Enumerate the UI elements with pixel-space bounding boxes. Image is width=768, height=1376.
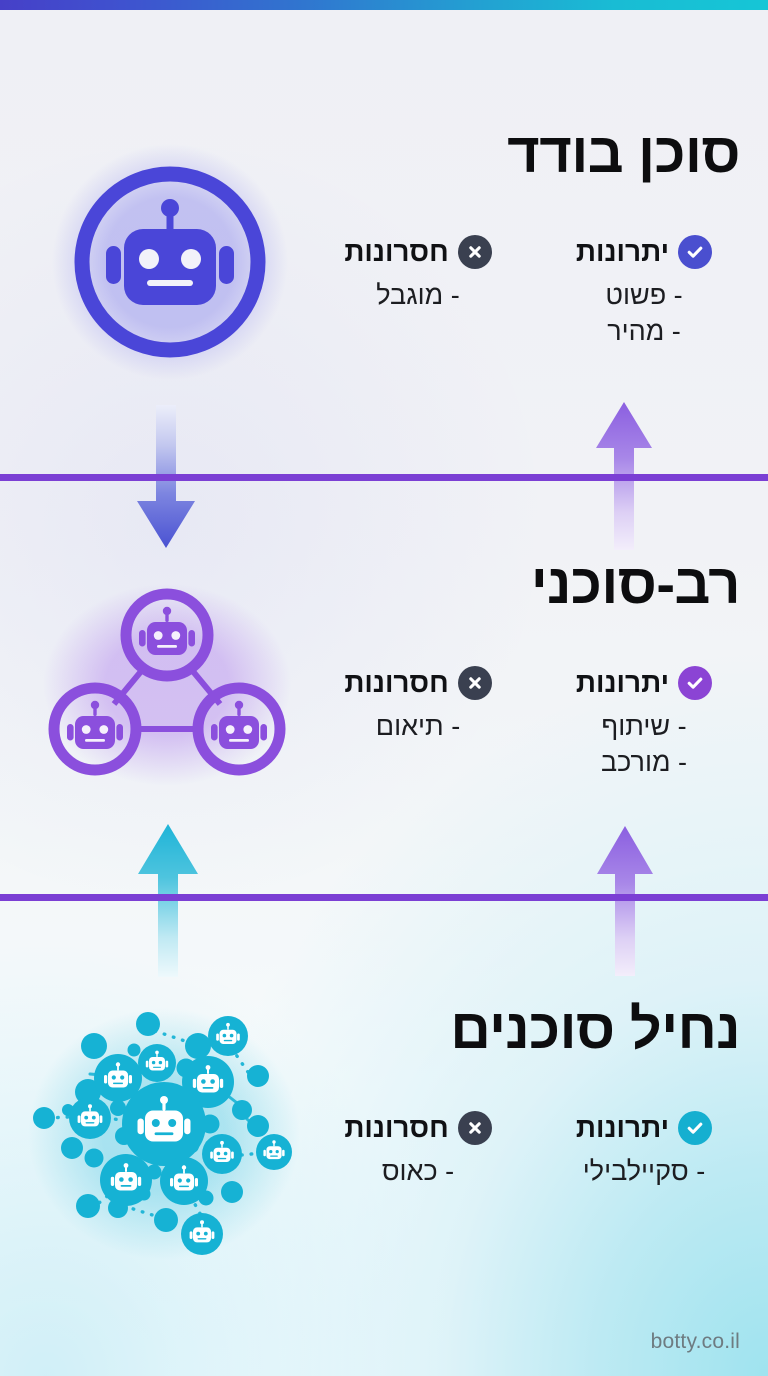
x-icon	[457, 235, 492, 269]
cons-label-single-agent: חסרונות	[344, 236, 449, 267]
x-icon	[457, 1111, 492, 1145]
pros-cons-row-agent-swarm: יתרונות - סקיילבילי חסרונות - כאוס	[314, 1111, 744, 1190]
check-icon	[678, 235, 713, 269]
pros-label-single-agent: יתרונות	[575, 236, 670, 267]
list-item: - כאוס	[381, 1156, 455, 1186]
robot-swarm-icon	[26, 1006, 302, 1267]
section-title-agent-swarm: נחיל סוכנים	[450, 997, 740, 1060]
pros-list-agent-swarm: - סקיילבילי	[544, 1154, 744, 1190]
arrow-up-swarm-to-multi-right	[594, 824, 656, 976]
pros-cons-row-multi-agent: יתרונות - שיתוף - מורכב חסרונות - תיאום	[314, 666, 744, 780]
pros-list-single-agent: - פשוט - מהיר	[544, 278, 744, 349]
pros-column-multi-agent: יתרונות - שיתוף - מורכב	[544, 666, 744, 780]
list-item: - תיאום	[375, 711, 461, 741]
section-single-agent: סוכן בודד יתרונות - פשוט - מהיר	[0, 10, 768, 474]
x-icon	[457, 666, 492, 700]
cons-label-agent-swarm: חסרונות	[344, 1112, 449, 1143]
list-item: - מהיר	[607, 315, 681, 346]
divider-line-upper	[0, 474, 768, 481]
section-agent-swarm: נחיל סוכנים יתרונות - סקיילבילי	[0, 901, 768, 1376]
single-robot-icon	[48, 140, 292, 389]
section-multi-agent: רב-סוכני יתרונות - שיתוף - מורכב	[0, 481, 768, 894]
pros-header-multi-agent: יתרונות	[544, 666, 744, 700]
check-icon	[678, 666, 713, 700]
pros-label-multi-agent: יתרונות	[575, 667, 670, 698]
list-item: - פשוט	[605, 280, 683, 310]
cons-column-single-agent: חסרונות - מוגבל	[318, 235, 518, 349]
multi-robot-network-icon	[42, 581, 292, 791]
watermark: botty.co.il	[650, 1330, 740, 1353]
pros-header-single-agent: יתרונות	[544, 235, 744, 269]
list-item: - סקיילבילי	[582, 1156, 706, 1186]
cons-list-agent-swarm: - כאוס	[318, 1154, 518, 1190]
pros-column-agent-swarm: יתרונות - סקיילבילי	[544, 1111, 744, 1190]
list-item: - שיתוף	[601, 711, 687, 741]
cons-header-single-agent: חסרונות	[318, 235, 518, 269]
cons-list-multi-agent: - תיאום	[318, 709, 518, 745]
pros-header-agent-swarm: יתרונות	[544, 1111, 744, 1145]
cons-label-multi-agent: חסרונות	[344, 667, 449, 698]
cons-header-agent-swarm: חסרונות	[318, 1111, 518, 1145]
pros-column-single-agent: יתרונות - פשוט - מהיר	[544, 235, 744, 349]
pros-label-agent-swarm: יתרונות	[575, 1112, 670, 1143]
pros-list-multi-agent: - שיתוף - מורכב	[544, 709, 744, 780]
cons-column-multi-agent: חסרונות - תיאום	[318, 666, 518, 780]
section-title-multi-agent: רב-סוכני	[530, 552, 741, 615]
pros-cons-row-single-agent: יתרונות - פשוט - מהיר חסרונות - מוגבל	[314, 235, 744, 349]
top-accent-bar	[0, 0, 768, 10]
cons-list-single-agent: - מוגבל	[318, 278, 518, 314]
check-icon	[678, 1111, 713, 1145]
cons-column-agent-swarm: חסרונות - כאוס	[318, 1111, 518, 1190]
divider-line-lower	[0, 894, 768, 901]
list-item: - מורכב	[601, 746, 687, 777]
section-title-single-agent: סוכן בודד	[507, 121, 740, 184]
cons-header-multi-agent: חסרונות	[318, 666, 518, 700]
list-item: - מוגבל	[376, 280, 460, 310]
